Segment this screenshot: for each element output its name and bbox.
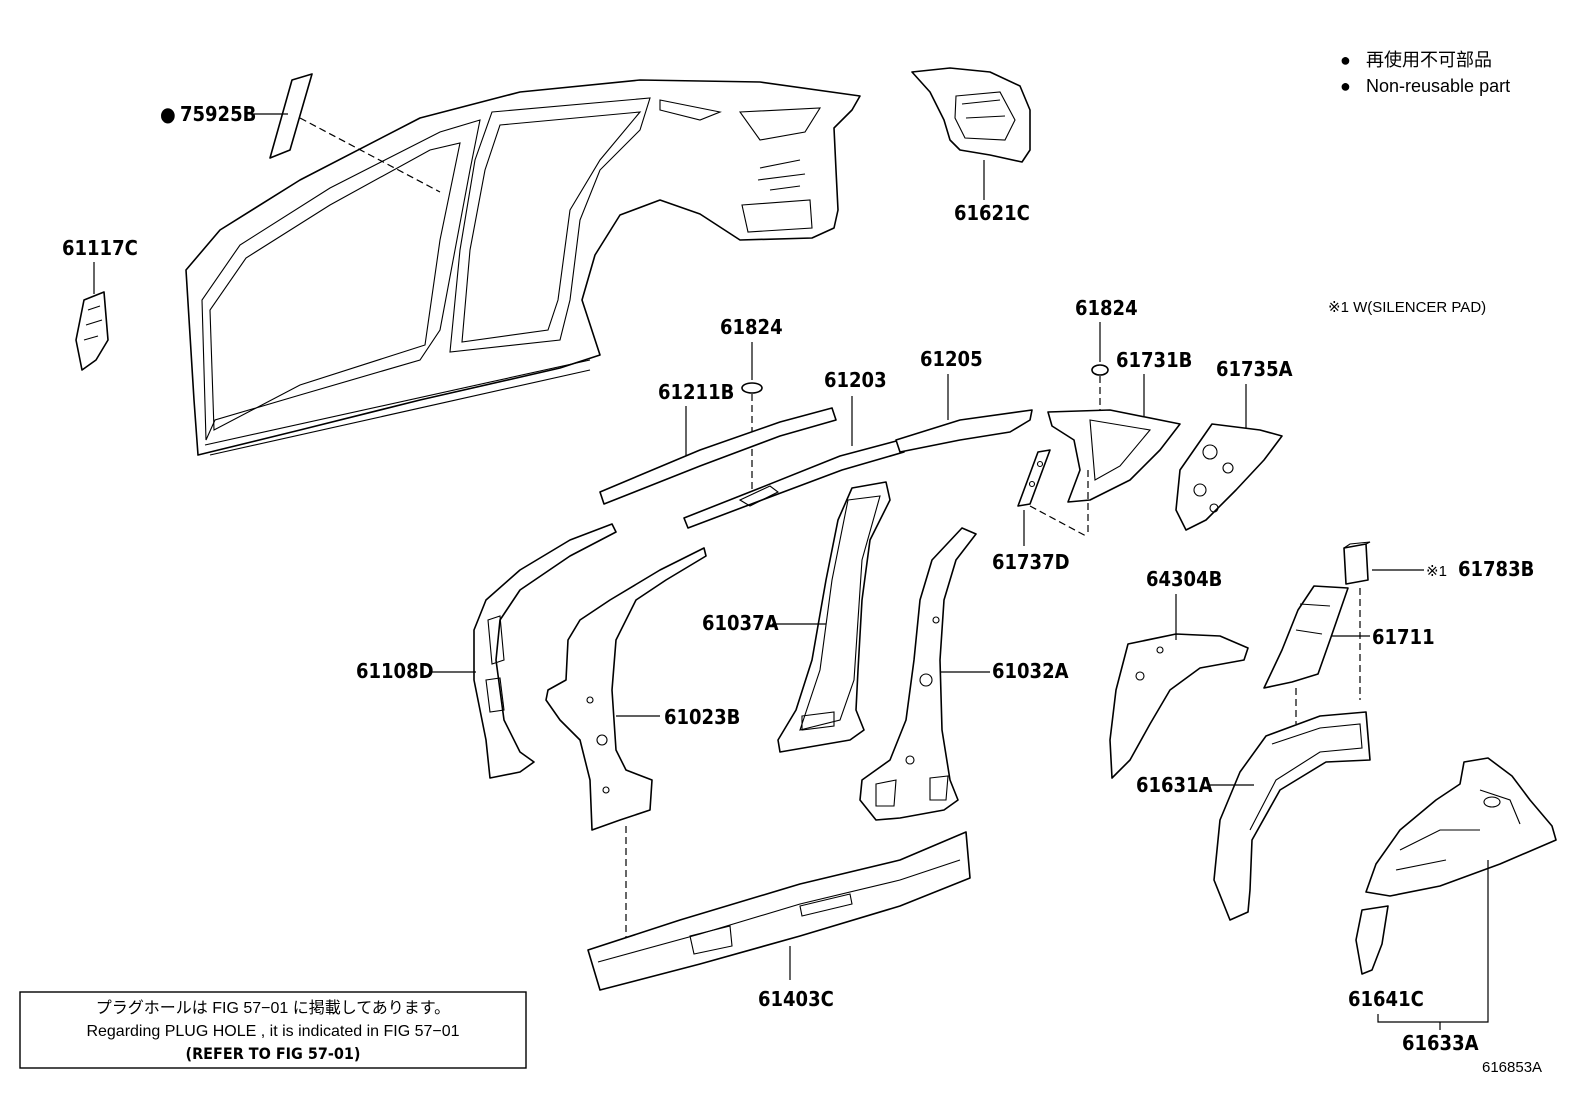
part-61211B: 61211B xyxy=(599,380,837,505)
label-61711: 61711 xyxy=(1372,625,1435,649)
note-line-ref: (REFER TO FIG 57-01) xyxy=(186,1044,361,1063)
label-61108D: 61108D xyxy=(356,659,434,683)
part-61205: 61205 xyxy=(895,347,1033,453)
label-61023B: 61023B xyxy=(664,705,740,729)
legend: ● 再使用不可部品 ● Non-reusable part xyxy=(1340,50,1510,96)
part-61117C: 61117C xyxy=(62,236,138,371)
part-61737D: 61737D xyxy=(992,449,1089,574)
figure-id: 616853A xyxy=(1482,1059,1542,1076)
label-61737D: 61737D xyxy=(992,550,1070,574)
part-61621C: 61621C xyxy=(911,67,1031,225)
label-61641C: 61641C xyxy=(1348,987,1424,1011)
label-61631A: 61631A xyxy=(1136,773,1213,797)
silencer-pad-footnote: ※1 W(SILENCER PAD) xyxy=(1328,299,1486,316)
legend-line-en: Non-reusable part xyxy=(1366,76,1510,96)
label-61117C: 61117C xyxy=(62,236,138,260)
part-61824-left: 61824 xyxy=(720,315,783,498)
part-61037A: 61037A xyxy=(702,481,891,753)
label-61824-right: 61824 xyxy=(1075,296,1138,320)
body-side-outer-panel xyxy=(185,79,861,456)
silencer-mark: ※1 xyxy=(1426,563,1447,580)
label-61403C: 61403C xyxy=(758,987,834,1011)
label-61731B: 61731B xyxy=(1116,348,1192,372)
label-61633A: 61633A xyxy=(1402,1031,1479,1055)
label-61783B: 61783B xyxy=(1458,557,1534,581)
part-61032A: 61032A xyxy=(859,527,1069,821)
part-61783B: ※1 61783B xyxy=(1343,541,1534,700)
note-line-jp: プラグホールは FIG 57−01 に掲載してあります。 xyxy=(96,999,450,1017)
part-61824-right: 61824 xyxy=(1075,296,1138,412)
label-61037A: 61037A xyxy=(702,611,779,635)
plug-hole-note: プラグホールは FIG 57−01 に掲載してあります。 Regarding P… xyxy=(19,991,527,1069)
part-61731B: 61731B xyxy=(1047,348,1192,503)
part-61711: 61711 xyxy=(1263,585,1435,724)
part-61633A: 61633A xyxy=(1365,757,1557,1055)
label-61203: 61203 xyxy=(824,368,887,392)
label-61824-left: 61824 xyxy=(720,315,783,339)
legend-bullet-1: ● xyxy=(1340,50,1351,70)
label-61032A: 61032A xyxy=(992,659,1069,683)
legend-line-jp: 再使用不可部品 xyxy=(1366,50,1492,70)
legend-bullet-2: ● xyxy=(1340,76,1351,96)
label-61735A: 61735A xyxy=(1216,357,1293,381)
label-61621C: 61621C xyxy=(954,201,1030,225)
part-61108D: 61108D xyxy=(356,523,617,779)
part-75925B: ● 75925B xyxy=(160,73,313,159)
part-64304B: 64304B xyxy=(1109,567,1249,779)
part-61023B: 61023B xyxy=(545,547,740,948)
nonreusable-mark: ● xyxy=(160,102,176,126)
part-61735A: 61735A xyxy=(1175,357,1293,531)
label-61205: 61205 xyxy=(920,347,983,371)
label-64304B: 64304B xyxy=(1146,567,1222,591)
label-61211B: 61211B xyxy=(658,380,734,404)
part-61631A: 61631A xyxy=(1136,711,1371,921)
part-61403C: 61403C xyxy=(587,831,971,1011)
part-61641C: 61641C xyxy=(1348,905,1424,1011)
note-line-en: Regarding PLUG HOLE , it is indicated in… xyxy=(86,1023,459,1040)
label-75925B: 75925B xyxy=(180,102,256,126)
